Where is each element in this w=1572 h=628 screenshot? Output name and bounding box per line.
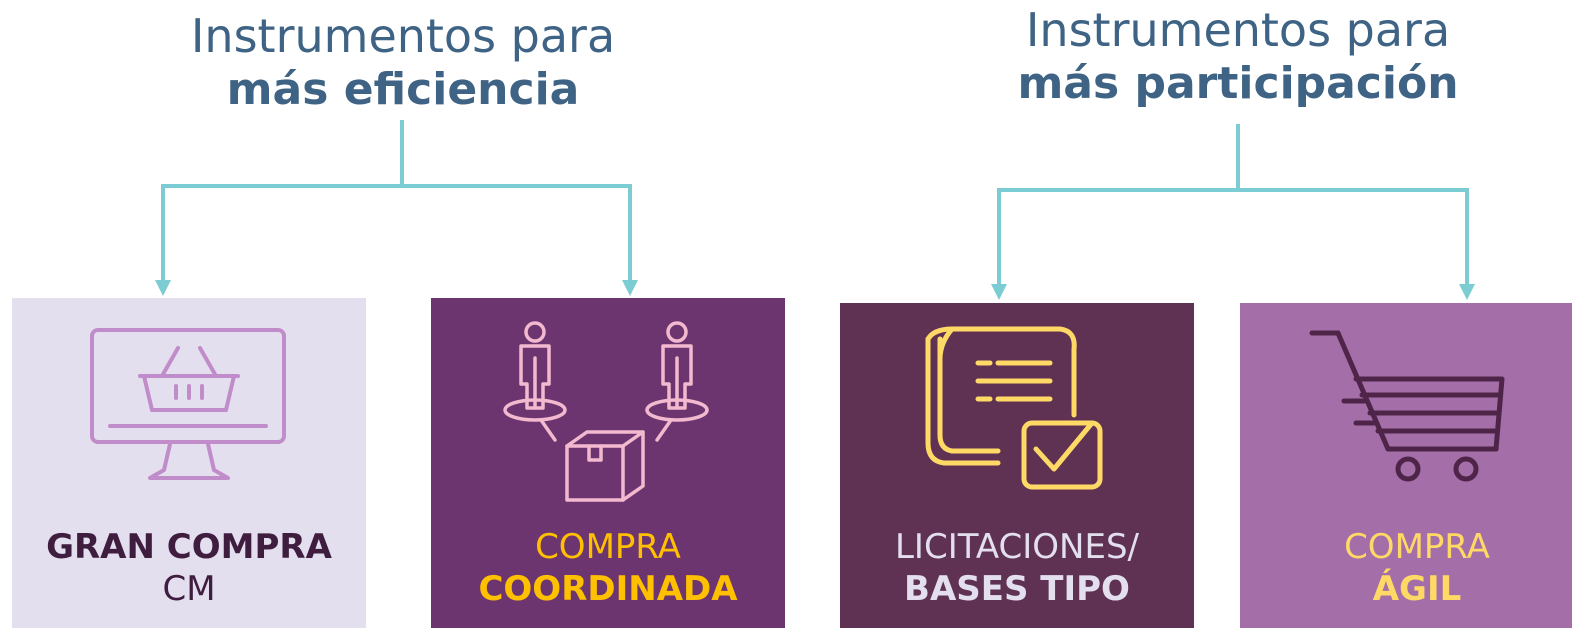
heading-line1: Instrumentos para (190, 9, 616, 63)
card-label: GRAN COMPRA CM (12, 526, 366, 610)
arrow-head-1 (155, 280, 171, 296)
card-compra-coordinada: COMPRA COORDINADA (431, 298, 785, 628)
document-check-icon (925, 326, 1103, 490)
card-label: LICITACIONES/ BASES TIPO (840, 526, 1194, 610)
card-title: COMPRA (535, 527, 681, 567)
card-gran-compra: GRAN COMPRA CM (12, 298, 366, 628)
card-label: COMPRA ÁGIL (1240, 526, 1572, 610)
card-label: COMPRA COORDINADA (431, 526, 785, 610)
arrow-head-2 (622, 280, 638, 296)
card-compra-agil: COMPRA ÁGIL (1240, 303, 1572, 628)
card-subtitle: ÁGIL (1372, 569, 1462, 609)
card-subtitle: COORDINADA (478, 569, 738, 609)
heading-line2: más participación (1017, 58, 1459, 110)
shopping-cart-icon (1309, 330, 1505, 482)
arrow-head-4 (1459, 284, 1475, 300)
heading-eficiencia: Instrumentos para más eficiencia (148, 9, 658, 117)
card-subtitle: CM (162, 569, 216, 609)
heading-line1: Instrumentos para (1025, 3, 1451, 57)
people-box-icon (503, 321, 709, 502)
card-title: COMPRA (1344, 527, 1490, 567)
monitor-basket-icon (90, 328, 286, 480)
arrow-head-3 (991, 284, 1007, 300)
card-title: GRAN COMPRA (46, 527, 332, 567)
heading-participacion: Instrumentos para más participación (978, 3, 1498, 111)
heading-line2: más eficiencia (226, 64, 580, 116)
card-licitaciones: LICITACIONES/ BASES TIPO (840, 303, 1194, 628)
card-title: LICITACIONES/ (894, 527, 1139, 567)
card-subtitle: BASES TIPO (904, 569, 1130, 609)
